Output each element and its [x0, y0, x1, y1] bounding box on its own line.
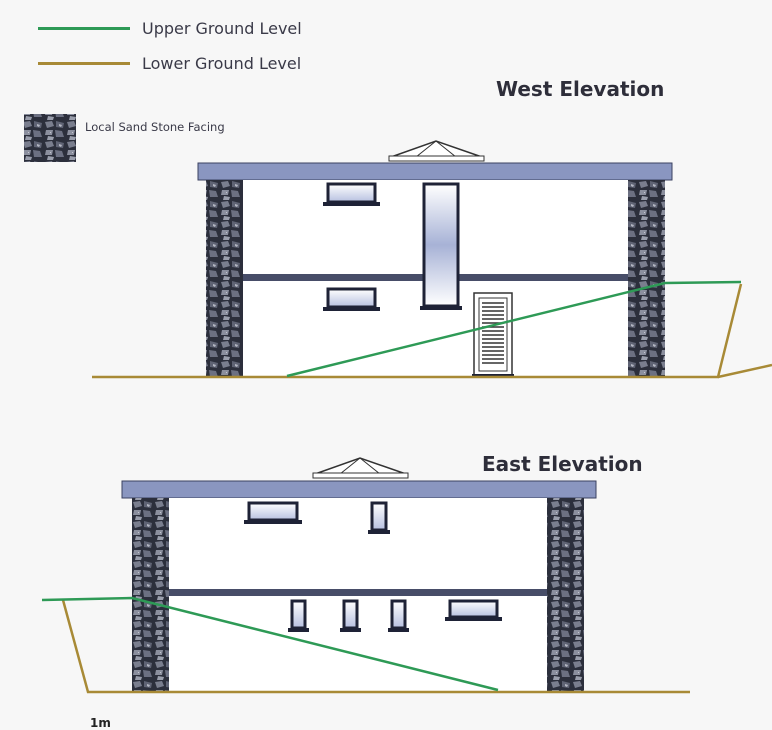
east-elevation-title: East Elevation — [482, 452, 643, 476]
west-louvred-door — [472, 292, 514, 378]
east-window-lower-1 — [288, 599, 309, 632]
east-stone-pier-left — [132, 498, 169, 691]
legend-lower-ground: Lower Ground Level — [38, 54, 301, 73]
east-roof-lantern — [314, 457, 407, 475]
west-tall-window — [420, 182, 462, 310]
east-window-lower-2 — [340, 599, 361, 632]
upper-ground-swatch — [38, 27, 130, 30]
east-window-lower-wide — [445, 599, 502, 621]
west-elevation-title: West Elevation — [496, 77, 665, 101]
east-upper-ground-line — [41, 596, 499, 692]
west-roof-lantern — [390, 140, 483, 158]
legend-upper-label: Upper Ground Level — [142, 19, 302, 38]
west-window-upper — [323, 182, 380, 206]
east-lower-ground-line — [61, 599, 690, 694]
west-roof-slab — [197, 162, 673, 181]
east-roof-slab — [121, 480, 597, 499]
east-stone-pier-right — [547, 498, 584, 691]
east-floor-slab — [169, 589, 547, 596]
east-window-lower-3 — [388, 599, 409, 632]
stone-swatch — [24, 114, 76, 162]
east-elevation — [41, 457, 690, 694]
west-stone-pier-right — [628, 180, 665, 376]
east-window-upper-wide — [244, 501, 302, 524]
west-stone-pier-left — [206, 180, 243, 376]
west-window-lower — [323, 287, 380, 311]
west-upper-ground-line — [286, 280, 742, 378]
legend-lower-label: Lower Ground Level — [142, 54, 302, 73]
west-elevation — [92, 140, 772, 379]
east-window-upper-narrow — [368, 501, 390, 534]
lower-ground-swatch — [38, 62, 130, 65]
scale-label: 1m — [90, 716, 111, 730]
legend-upper-ground: Upper Ground Level — [38, 19, 302, 38]
legend-stone-label: Local Sand Stone Facing — [85, 120, 225, 134]
